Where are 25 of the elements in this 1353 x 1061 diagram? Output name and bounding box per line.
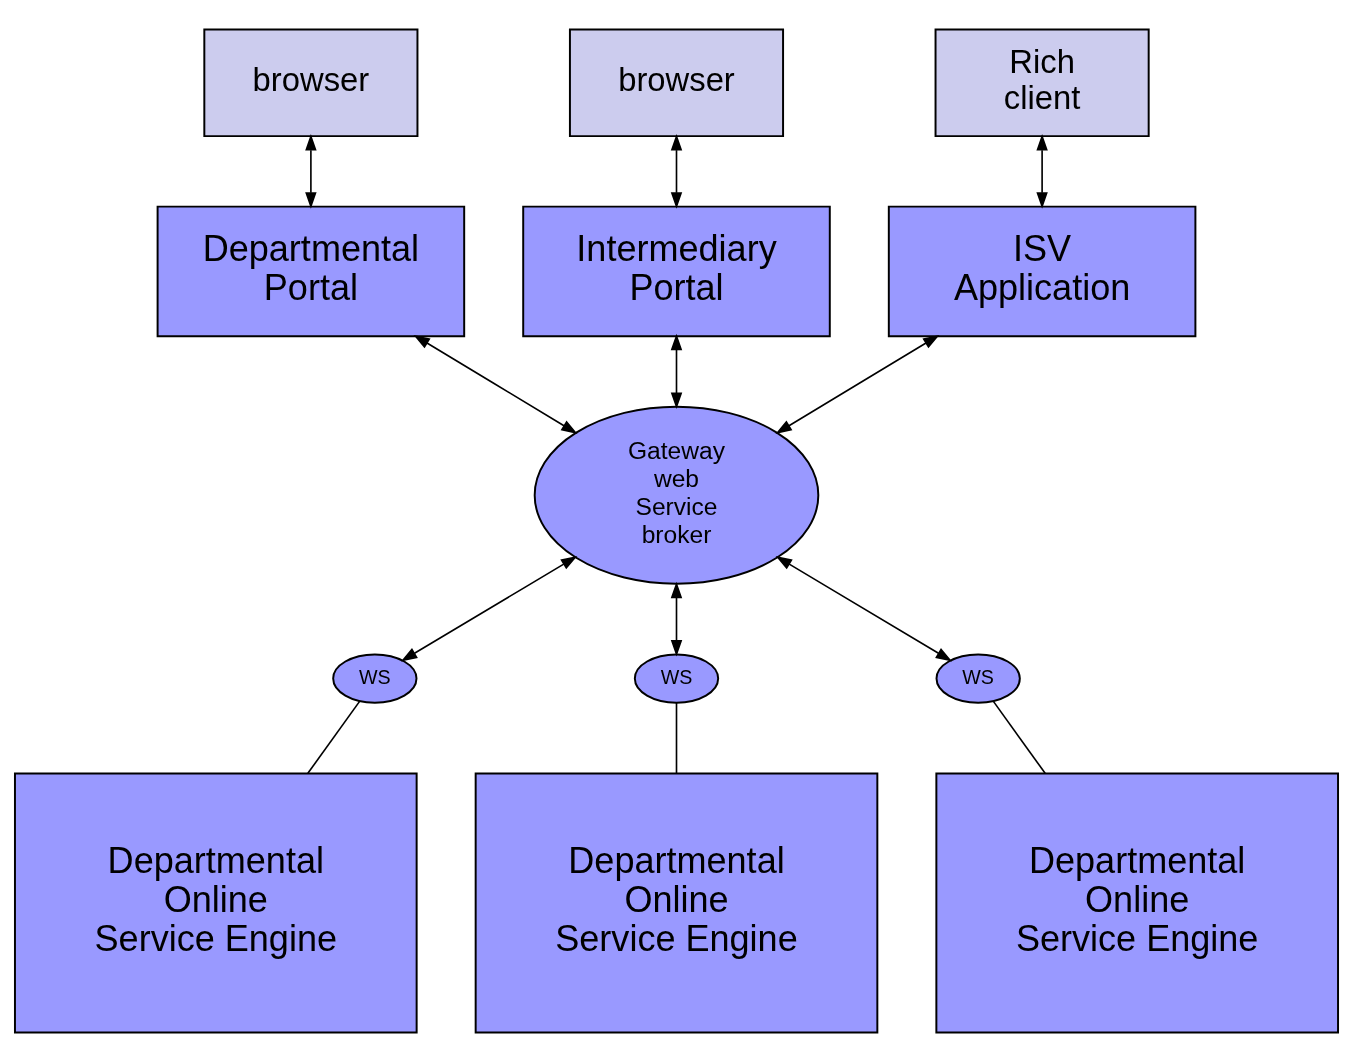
node-box: Departmental Online Service Engine <box>474 771 879 1033</box>
arrow <box>413 334 578 434</box>
node-ellipse: WS <box>935 652 1021 704</box>
arrow <box>1036 133 1048 209</box>
connector <box>307 700 361 774</box>
node-box: Intermediary Portal <box>522 205 831 337</box>
connector <box>992 700 1046 774</box>
node-box: browser <box>203 28 419 137</box>
node-box: browser <box>568 28 785 137</box>
arrow <box>670 333 683 409</box>
connector <box>675 701 678 774</box>
arrow <box>775 555 953 661</box>
node-box: Rich client <box>934 28 1150 137</box>
arrow <box>305 133 317 209</box>
node-ellipse: Gateway web Service broker <box>533 405 820 585</box>
node-ellipse: WS <box>633 652 720 704</box>
node-box: Departmental Online Service Engine <box>935 771 1340 1033</box>
arrow <box>670 133 683 209</box>
arrow <box>775 334 940 434</box>
arrow <box>400 555 578 661</box>
node-ellipse: WS <box>332 652 418 704</box>
node-box: Departmental Online Service Engine <box>13 771 418 1033</box>
arrow <box>670 581 683 657</box>
node-box: Departmental Portal <box>156 205 466 337</box>
node-box: ISV Application <box>887 205 1197 337</box>
